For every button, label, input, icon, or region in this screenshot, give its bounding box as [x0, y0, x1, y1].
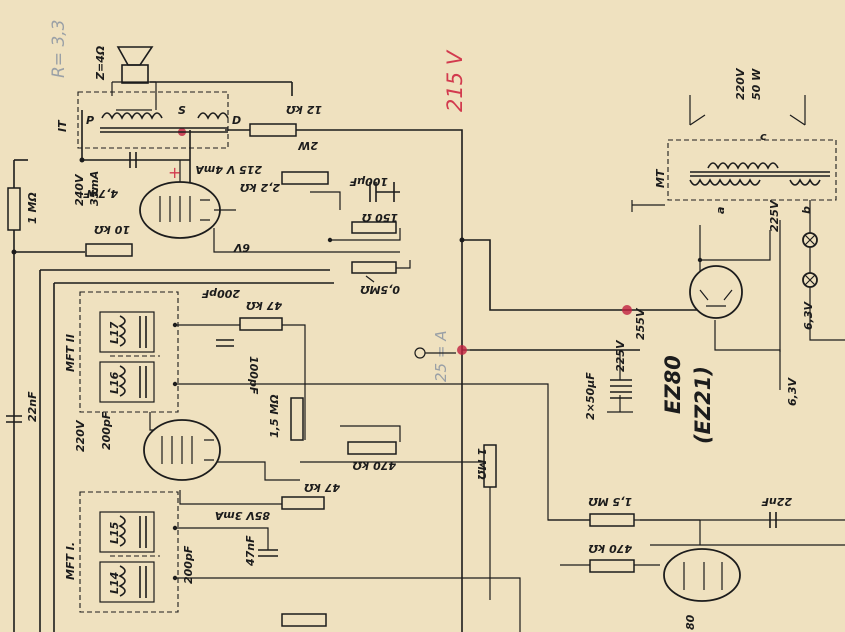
- red-marker-b: [457, 345, 467, 355]
- mft2-coil-a-label: L17: [108, 321, 121, 344]
- resistor-47k-b: [281, 496, 325, 510]
- output-transformer: IT P S D: [56, 91, 241, 149]
- resistor-150: [351, 221, 397, 234]
- junctions: [11, 128, 703, 581]
- cap-200pf-b-label: 200pF: [100, 411, 113, 450]
- resistor-12k-label: 12 kΩ: [286, 103, 322, 116]
- resistor-15m-mid: [290, 397, 304, 441]
- mft1-transformer: [79, 491, 179, 613]
- resistor-150-label: 150 Ω: [362, 211, 398, 224]
- resistor-1m-right-label: 1 MΩ: [475, 448, 488, 480]
- speaker: Z=4Ω: [94, 46, 157, 111]
- cap-100uf-label: 100μF: [349, 175, 388, 188]
- cap-22nf-b-label: 22nF: [761, 495, 792, 508]
- capacitor-100pf: [216, 339, 234, 347]
- secondary-winding-label: S: [178, 104, 186, 117]
- cap-200pf-c-label: 200pF: [182, 545, 195, 584]
- cap-2x50uf-label: 2×50μF: [584, 372, 597, 420]
- resistor-47k-b-label: 47 kΩ: [304, 481, 341, 494]
- resistor-10k-label: 10 kΩ: [94, 223, 130, 236]
- voltage-255v-label: 255V: [634, 307, 647, 340]
- capacitor-22nf-left: [6, 415, 22, 423]
- rectifier-alt-label: (EZ21): [691, 366, 715, 444]
- mains-transformer: [667, 114, 837, 201]
- resistor-22k-label: 2,2 kΩ: [240, 181, 280, 194]
- op-point-85v-label: 85V 3mA: [215, 509, 270, 522]
- capacitor-47nf-top: [129, 152, 137, 168]
- annotation-voltage-red: 215 V: [443, 49, 467, 112]
- primary-winding-label: P: [86, 114, 94, 127]
- potentiometer-05m-label: 0,5MΩ: [360, 283, 400, 296]
- mft1-label: MFT I.: [64, 542, 77, 580]
- resistor-47k-a-label: 47 kΩ: [246, 299, 283, 312]
- resistor-12k-power-label: 2W: [297, 139, 318, 152]
- mains-tap-a-label: a: [714, 207, 727, 214]
- mft2-transformer: [79, 291, 179, 413]
- resistor-bottom: [281, 613, 327, 627]
- cap-100pf-label: 100pF: [247, 356, 260, 395]
- tube-current-label: 35mA: [88, 171, 101, 206]
- annotation-resistance: R= 3,3: [49, 20, 69, 79]
- resistor-10k: [85, 243, 133, 257]
- pilot-lamps: [802, 232, 818, 288]
- terminal-mid: [414, 347, 426, 359]
- resistor-22k: [281, 171, 329, 185]
- rectifier-tube-label: EZ80: [661, 355, 685, 414]
- cap-200pf-a-label: 200pF: [201, 287, 240, 300]
- capacitor-22nf-b: [769, 512, 777, 528]
- resistor-470k-b: [589, 559, 635, 573]
- capacitor-2x50uf: [610, 379, 632, 399]
- mains-tap-b-label: b: [800, 206, 813, 214]
- cap-47nf-b-label: 47nF: [244, 535, 257, 567]
- potentiometer-05m: [351, 261, 397, 274]
- resistor-15m-b-label: 1,5 MΩ: [588, 495, 632, 508]
- voltage-220v-left-label: 220V: [74, 419, 87, 452]
- if-tube: [143, 419, 221, 481]
- output-tube: [139, 160, 236, 239]
- cap-22nf-left-label: 22nF: [26, 391, 39, 422]
- mft1-coil-a-label: L15: [108, 521, 121, 544]
- cap-47nf-top-label: 4,7nF: [83, 187, 119, 200]
- resistor-470k-a-label: 470 kΩ: [353, 459, 397, 472]
- resistor-15m-mid-label: 1,5 MΩ: [268, 394, 281, 438]
- detector-tube: [663, 548, 741, 602]
- resistor-1m-left-label: 1 MΩ: [26, 192, 39, 224]
- output-transformer-label: IT: [56, 119, 69, 132]
- tube-voltage-label: 240V: [73, 173, 86, 206]
- resistor-47k-a: [239, 317, 283, 331]
- detector-tube-label: 80: [684, 614, 697, 630]
- mft1-coil-b-label: L14: [108, 572, 121, 594]
- voltage-63v-b-label: 6,3V: [786, 377, 799, 406]
- resistor-470k-b-label: 470 kΩ: [589, 542, 633, 555]
- resistor-470k-a: [347, 441, 397, 455]
- resistor-15m-b: [589, 513, 635, 527]
- voltage-63v-a-label: 6,3V: [802, 301, 815, 330]
- mains-tap-c-label: c: [760, 130, 767, 143]
- voltage-225v-b-label: 225V: [768, 199, 781, 232]
- mains-power-label: 50 W: [750, 68, 763, 100]
- resistor-12k: [249, 123, 297, 137]
- red-marker-a: [622, 305, 632, 315]
- mft2-label: MFT II: [64, 334, 77, 372]
- mains-transformer-label: MT: [654, 168, 667, 188]
- red-plus-mark: +: [168, 163, 181, 182]
- heater-6v-label: 6V: [232, 241, 250, 254]
- resistor-1m-left: [7, 187, 21, 231]
- annotation-mid: 25 = A: [432, 331, 450, 382]
- voltage-225v-a-label: 225V: [614, 339, 627, 372]
- capacitor-47nf-b: [258, 549, 278, 557]
- speaker-impedance-label: Z=4Ω: [94, 46, 107, 81]
- rectifier-tube: [689, 265, 743, 319]
- mains-voltage-label: 220V: [734, 67, 747, 100]
- capacitor-100uf: [369, 182, 400, 202]
- mft2-coil-b-label: L16: [108, 371, 121, 394]
- op-point-215v-label: 215 V 4mA: [195, 163, 262, 176]
- resistor-1m-right: [483, 444, 497, 488]
- tap-winding-label: D: [232, 114, 241, 127]
